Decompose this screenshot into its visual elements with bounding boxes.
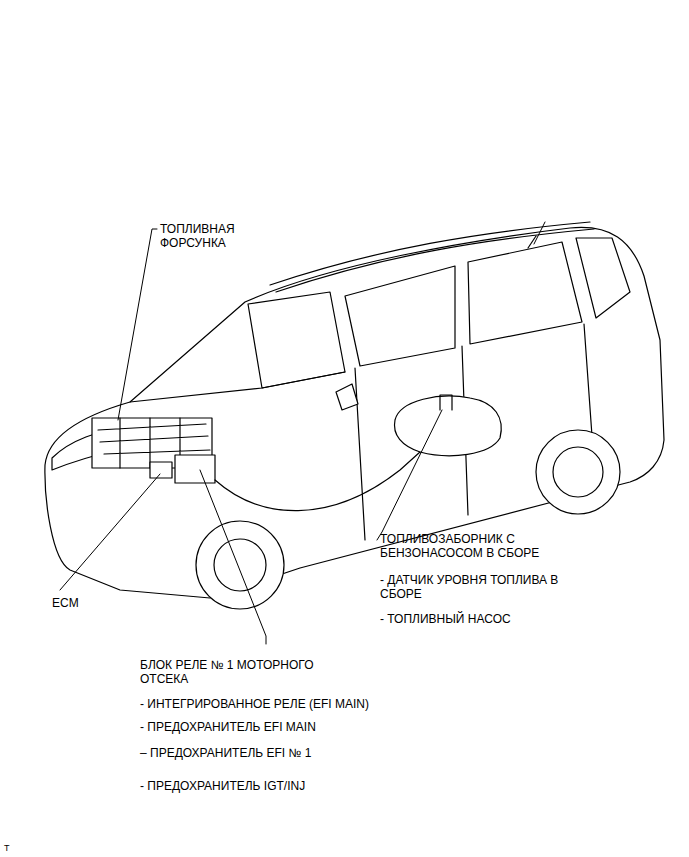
part-label: – ПРЕДОХРАНИТЕЛЬ EFI № 1	[140, 746, 311, 760]
mirror	[336, 384, 358, 410]
leader-line	[534, 222, 545, 244]
figure-code: T	[4, 843, 10, 854]
windshield	[248, 292, 345, 388]
leader-line	[377, 410, 442, 540]
part-label: ТОПЛИВОЗАБОРНИК С БЕНЗОНАСОСОМ В СБОРЕ	[380, 532, 545, 561]
ecm-box	[150, 462, 172, 478]
door-line	[355, 368, 365, 540]
front-wheel-rim	[214, 539, 266, 591]
fuel-pump	[440, 395, 452, 410]
part-label: - ИНТЕГРИРОВАННОЕ РЕЛЕ (EFI MAIN)	[140, 697, 369, 711]
leader-line	[118, 229, 157, 420]
part-label: - ТОПЛИВНЫЙ НАСОС	[380, 612, 511, 626]
part-label: БЛОК РЕЛЕ № 1 МОТОРНОГО ОТСЕКА	[140, 658, 345, 687]
part-label: - ПРЕДОХРАНИТЕЛЬ EFI MAIN	[140, 720, 316, 734]
side-window	[576, 238, 630, 318]
part-label: ТОПЛИВНАЯ ФОРСУНКА	[160, 222, 255, 251]
side-window	[345, 266, 455, 366]
fuel-line	[215, 452, 420, 511]
fuel-tank	[394, 396, 501, 456]
roof-rail	[276, 229, 594, 292]
roof-rail	[270, 222, 590, 285]
relay-block	[175, 455, 215, 483]
part-label: ECM	[52, 596, 79, 610]
car-body	[45, 227, 664, 598]
rear-wheel	[536, 430, 620, 514]
leader-line	[200, 470, 266, 644]
rear-wheel-rim	[553, 447, 603, 497]
side-window	[468, 242, 582, 344]
part-label: - ПРЕДОХРАНИТЕЛЬ IGT/INJ	[140, 779, 305, 793]
leader-line	[60, 474, 160, 590]
front-wheel	[196, 521, 284, 609]
hood-line	[130, 372, 345, 402]
part-label: - ДАТЧИК УРОВНЯ ТОПЛИВА В СБОРЕ	[380, 573, 585, 602]
